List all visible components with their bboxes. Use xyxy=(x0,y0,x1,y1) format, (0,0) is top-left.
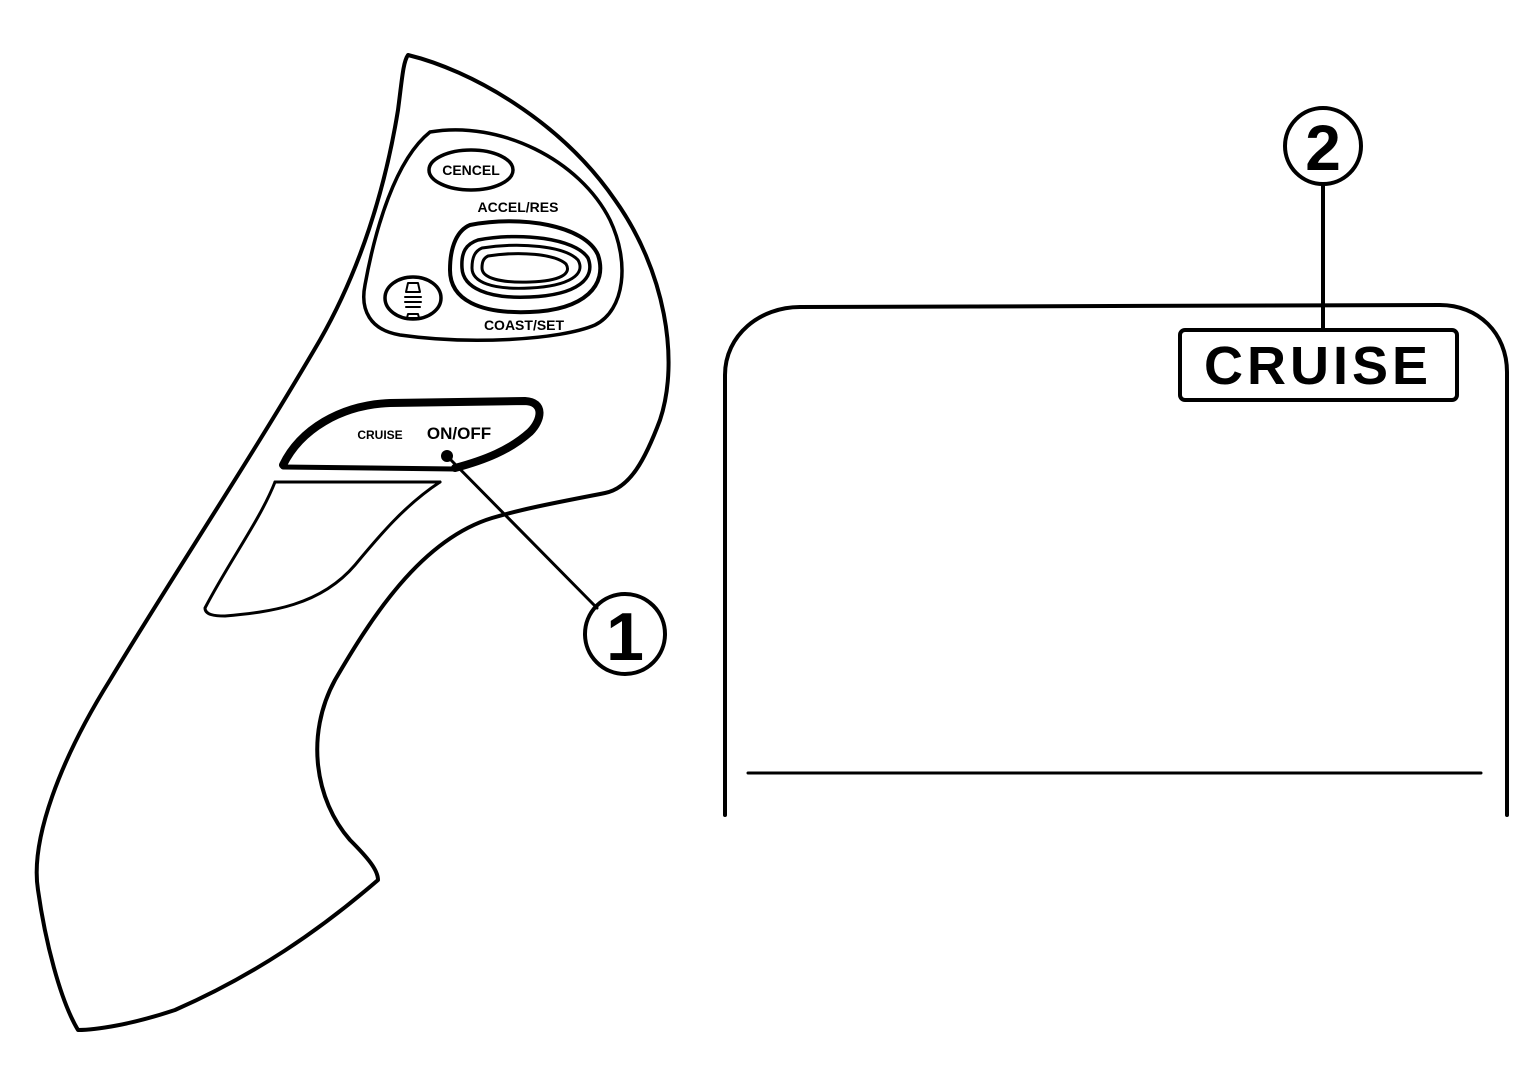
cruise-switch-edge xyxy=(280,464,458,472)
meter-display: CRUISE xyxy=(723,303,1509,817)
cancel-button-label: CENCEL xyxy=(442,162,500,178)
cruise-indicator-frame xyxy=(1178,328,1459,402)
cruise-switch-top xyxy=(279,397,544,472)
coast-set-label: COAST/SET xyxy=(484,317,565,333)
callout-1-number: 1 xyxy=(606,599,644,675)
cruise-indicator: CRUISE xyxy=(1178,328,1459,402)
cruise-switch-body xyxy=(203,480,442,618)
cruise-switch-cruise-label: CRUISE xyxy=(357,428,402,442)
cancel-button[interactable]: CENCEL xyxy=(427,148,515,192)
cruise-on-off-switch[interactable]: CRUISE ON/OFF xyxy=(203,397,544,618)
meter-display-outline xyxy=(723,303,1509,817)
accel-coast-rocker-switch[interactable] xyxy=(448,219,603,315)
steering-spoke-outline xyxy=(34,53,671,1032)
callout-2-number: 2 xyxy=(1305,112,1341,184)
callout-2: 2 xyxy=(1283,106,1363,332)
distance-button[interactable] xyxy=(383,275,443,321)
button-cluster-bezel xyxy=(362,128,624,342)
accel-res-label: ACCEL/RES xyxy=(478,199,559,215)
callout-1-leader xyxy=(445,454,599,610)
callout-1-circle xyxy=(583,592,667,676)
callout-1: 1 xyxy=(445,454,667,676)
steering-switch-assembly: CENCEL ACCEL/RES COAST/SET xyxy=(34,53,671,1032)
cruise-switch-on-off-label: ON/OFF xyxy=(427,424,491,443)
vehicle-distance-icon xyxy=(404,282,422,319)
cruise-indicator-text: CRUISE xyxy=(1204,336,1432,396)
